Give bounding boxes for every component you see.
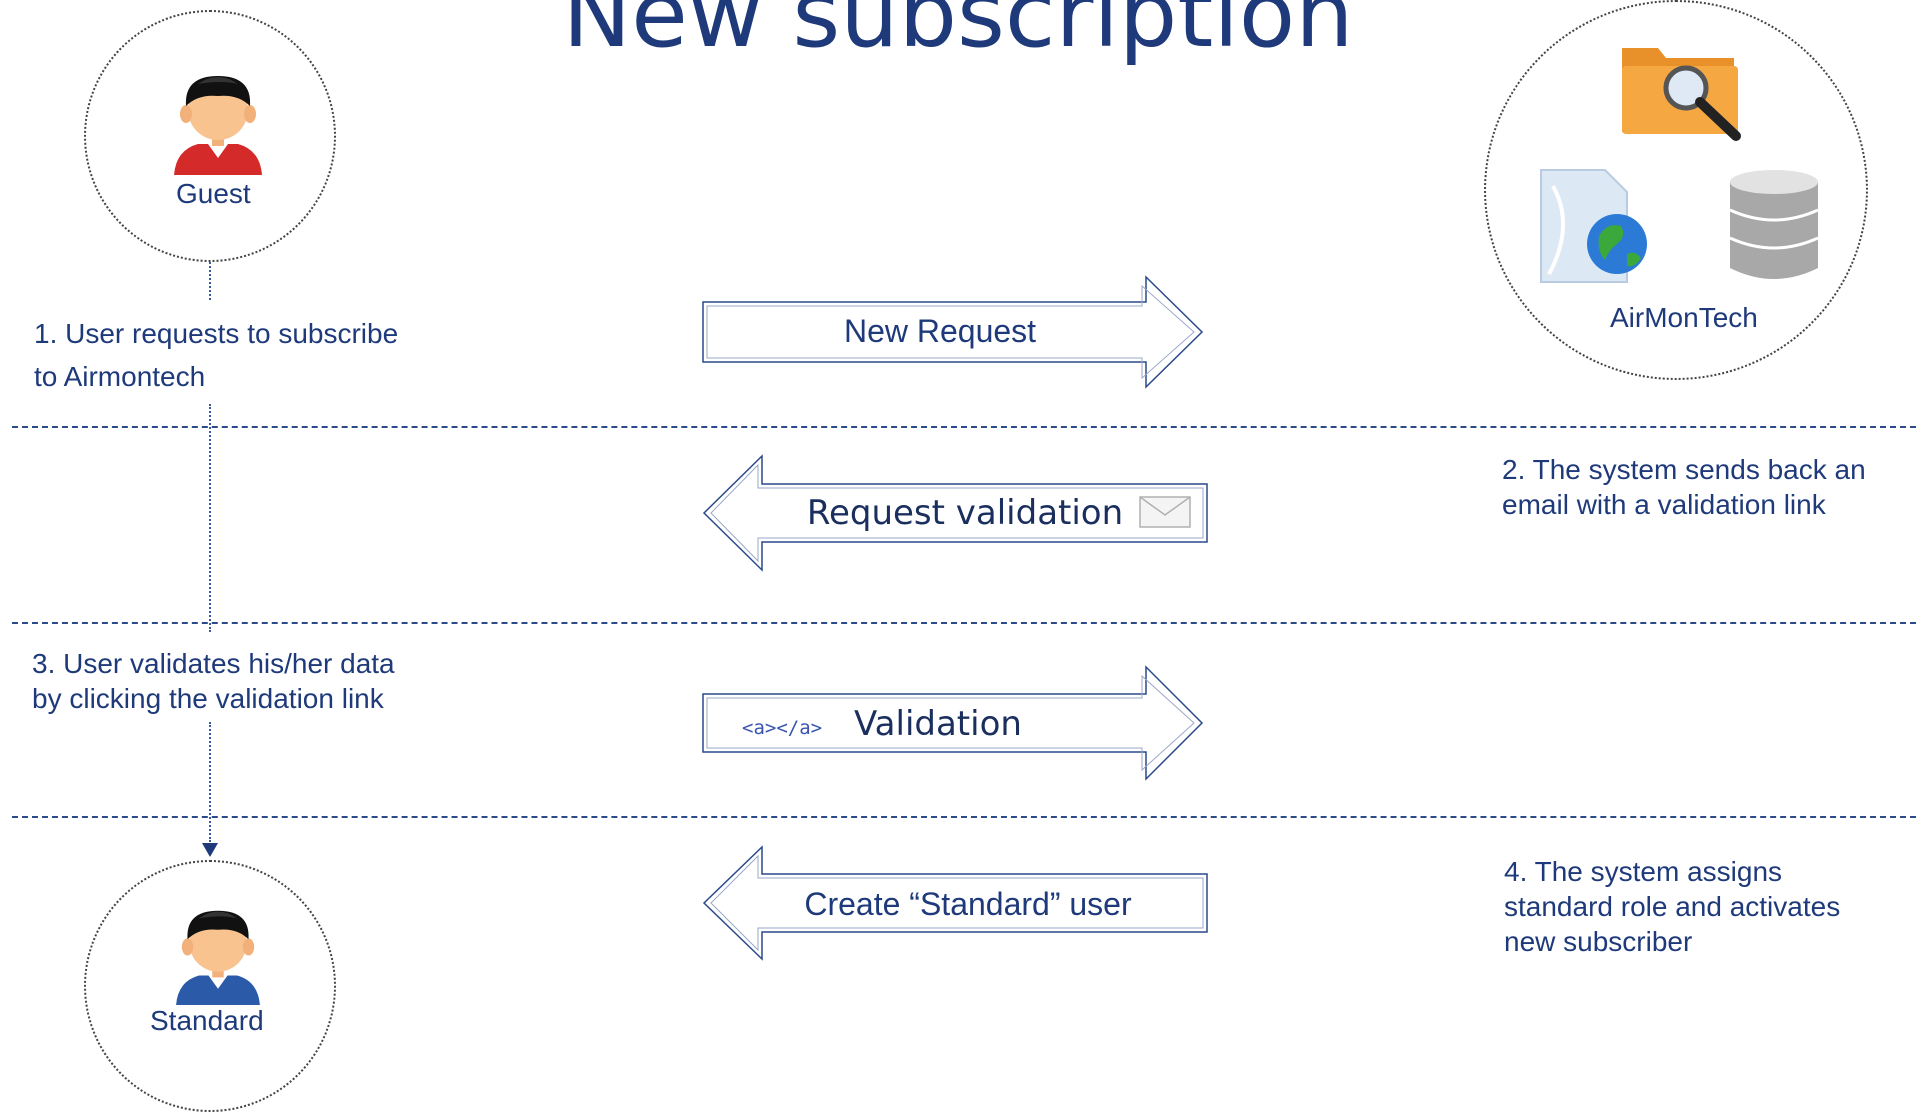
- guest-circle: [84, 10, 336, 262]
- step-3-line-1: 3. User validates his/her data: [32, 648, 395, 679]
- envelope-icon: [1139, 496, 1191, 528]
- step-3-text: 3. User validates his/her data by clicki…: [32, 646, 395, 716]
- database-icon: [1729, 170, 1819, 279]
- step-4-text: 4. The system assigns standard role and …: [1504, 854, 1840, 959]
- folder-search-icon: [1622, 48, 1741, 141]
- create-standard-user-arrow: Create “Standard” user: [702, 845, 1208, 961]
- step-4-line-2: standard role and activates: [1504, 891, 1841, 922]
- system-label: AirMonTech: [1610, 302, 1758, 333]
- system-circle: [1484, 0, 1868, 380]
- phase-separator: [12, 622, 1916, 624]
- diagram-title: New subscription: [562, 0, 1354, 68]
- step-1-line-1: 1. User requests to subscribe: [34, 318, 399, 349]
- guest-lifeline: [209, 404, 211, 632]
- new-request-arrow: New Request: [702, 275, 1204, 389]
- request-validation-label: Request validation: [807, 493, 1123, 533]
- phase-separator: [12, 426, 1916, 428]
- guest-lifeline: [209, 722, 211, 842]
- phase-separator: [12, 816, 1916, 818]
- create-standard-user-label: Create “Standard” user: [804, 886, 1132, 922]
- validation-code-snippet: <a></a>: [742, 717, 822, 739]
- step-4-line-3: new subscriber: [1504, 926, 1693, 957]
- step-4-line-1: 4. The system assigns: [1504, 856, 1783, 887]
- request-validation-arrow: Request validation: [702, 454, 1208, 572]
- step-2-line-2: email with a validation link: [1502, 489, 1826, 520]
- globe-document-icon: [1540, 169, 1647, 283]
- validation-label: Validation: [854, 704, 1022, 744]
- standard-user-icon: [176, 910, 260, 1005]
- guest-lifeline: [209, 262, 211, 300]
- new-request-label: New Request: [844, 313, 1036, 349]
- step-2-text: 2. The system sends back an email with a…: [1502, 452, 1866, 522]
- guest-user-icon: [174, 76, 262, 175]
- step-1-line-2: to Airmontech: [34, 361, 206, 392]
- guest-label: Guest: [176, 178, 251, 209]
- lifeline-arrowhead-icon: [202, 843, 218, 857]
- step-1-text: 1. User requests to subscribe to Airmont…: [34, 316, 398, 394]
- standard-label: Standard: [150, 1005, 264, 1036]
- step-3-line-2: by clicking the validation link: [32, 683, 384, 714]
- validation-arrow: <a></a> Validation: [702, 665, 1204, 781]
- step-2-line-1: 2. The system sends back an: [1502, 454, 1866, 485]
